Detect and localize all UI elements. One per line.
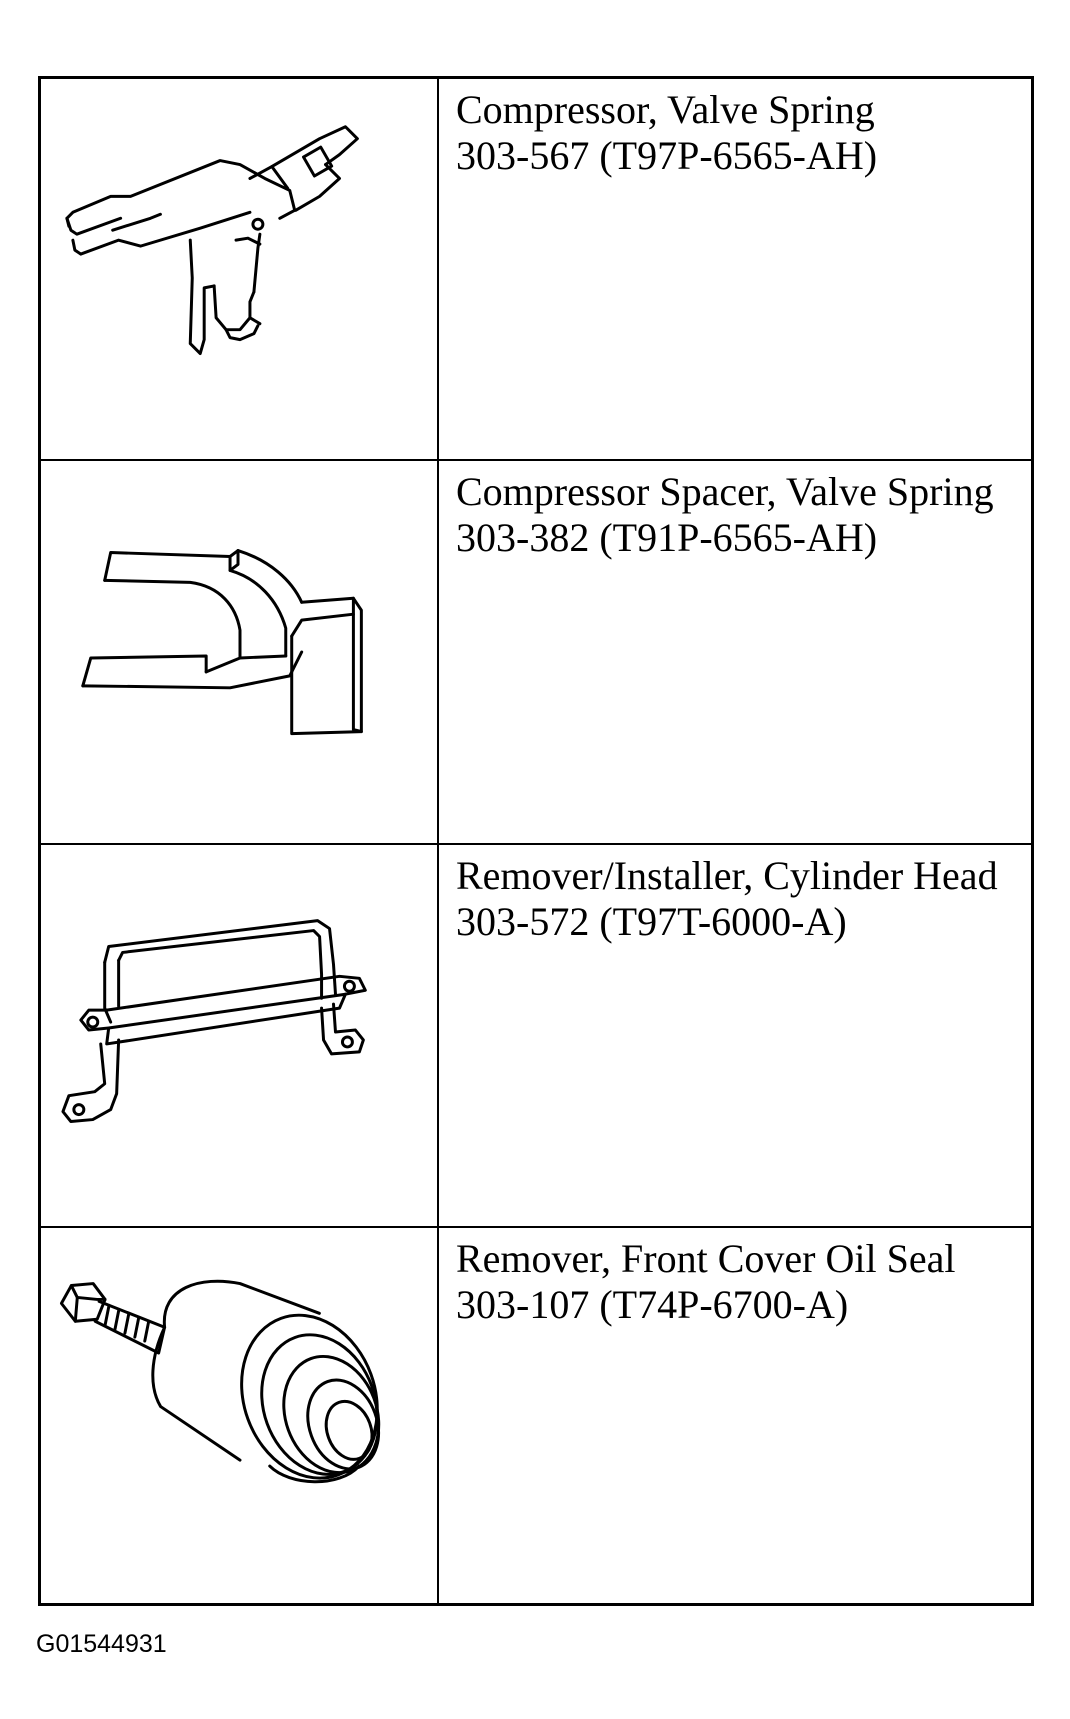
tool-illustration-cell bbox=[41, 79, 439, 461]
tool-description-cell: Compressor Spacer, Valve Spring 303-382 … bbox=[439, 461, 1031, 845]
tool-name: Compressor, Valve Spring bbox=[456, 87, 875, 132]
tool-number: 303-107 (T74P-6700-A) bbox=[456, 1282, 849, 1327]
tool-number: 303-567 (T97P-6565-AH) bbox=[456, 133, 878, 178]
tool-number: 303-382 (T91P-6565-AH) bbox=[456, 515, 878, 560]
tool-name: Remover/Installer, Cylinder Head bbox=[456, 853, 998, 898]
figure-id: G01544931 bbox=[36, 1630, 167, 1658]
tool-description-cell: Compressor, Valve Spring 303-567 (T97P-6… bbox=[439, 79, 1031, 461]
oil-seal-remover-icon bbox=[59, 1279, 381, 1484]
tool-name: Remover, Front Cover Oil Seal bbox=[456, 1236, 956, 1281]
compressor-spacer-icon bbox=[81, 549, 363, 736]
tool-illustration-cell bbox=[41, 1228, 439, 1603]
tool-description-cell: Remover/Installer, Cylinder Head 303-572… bbox=[439, 845, 1031, 1228]
tool-number: 303-572 (T97T-6000-A) bbox=[456, 899, 847, 944]
tool-description-cell: Remover, Front Cover Oil Seal 303-107 (T… bbox=[439, 1228, 1031, 1603]
cylinder-head-bracket-icon bbox=[61, 919, 367, 1124]
valve-spring-compressor-icon bbox=[65, 125, 359, 356]
special-tools-table: Compressor, Valve Spring 303-567 (T97P-6… bbox=[38, 76, 1034, 1606]
tool-illustration-cell bbox=[41, 461, 439, 845]
tool-illustration-cell bbox=[41, 845, 439, 1228]
tool-name: Compressor Spacer, Valve Spring bbox=[456, 469, 994, 514]
